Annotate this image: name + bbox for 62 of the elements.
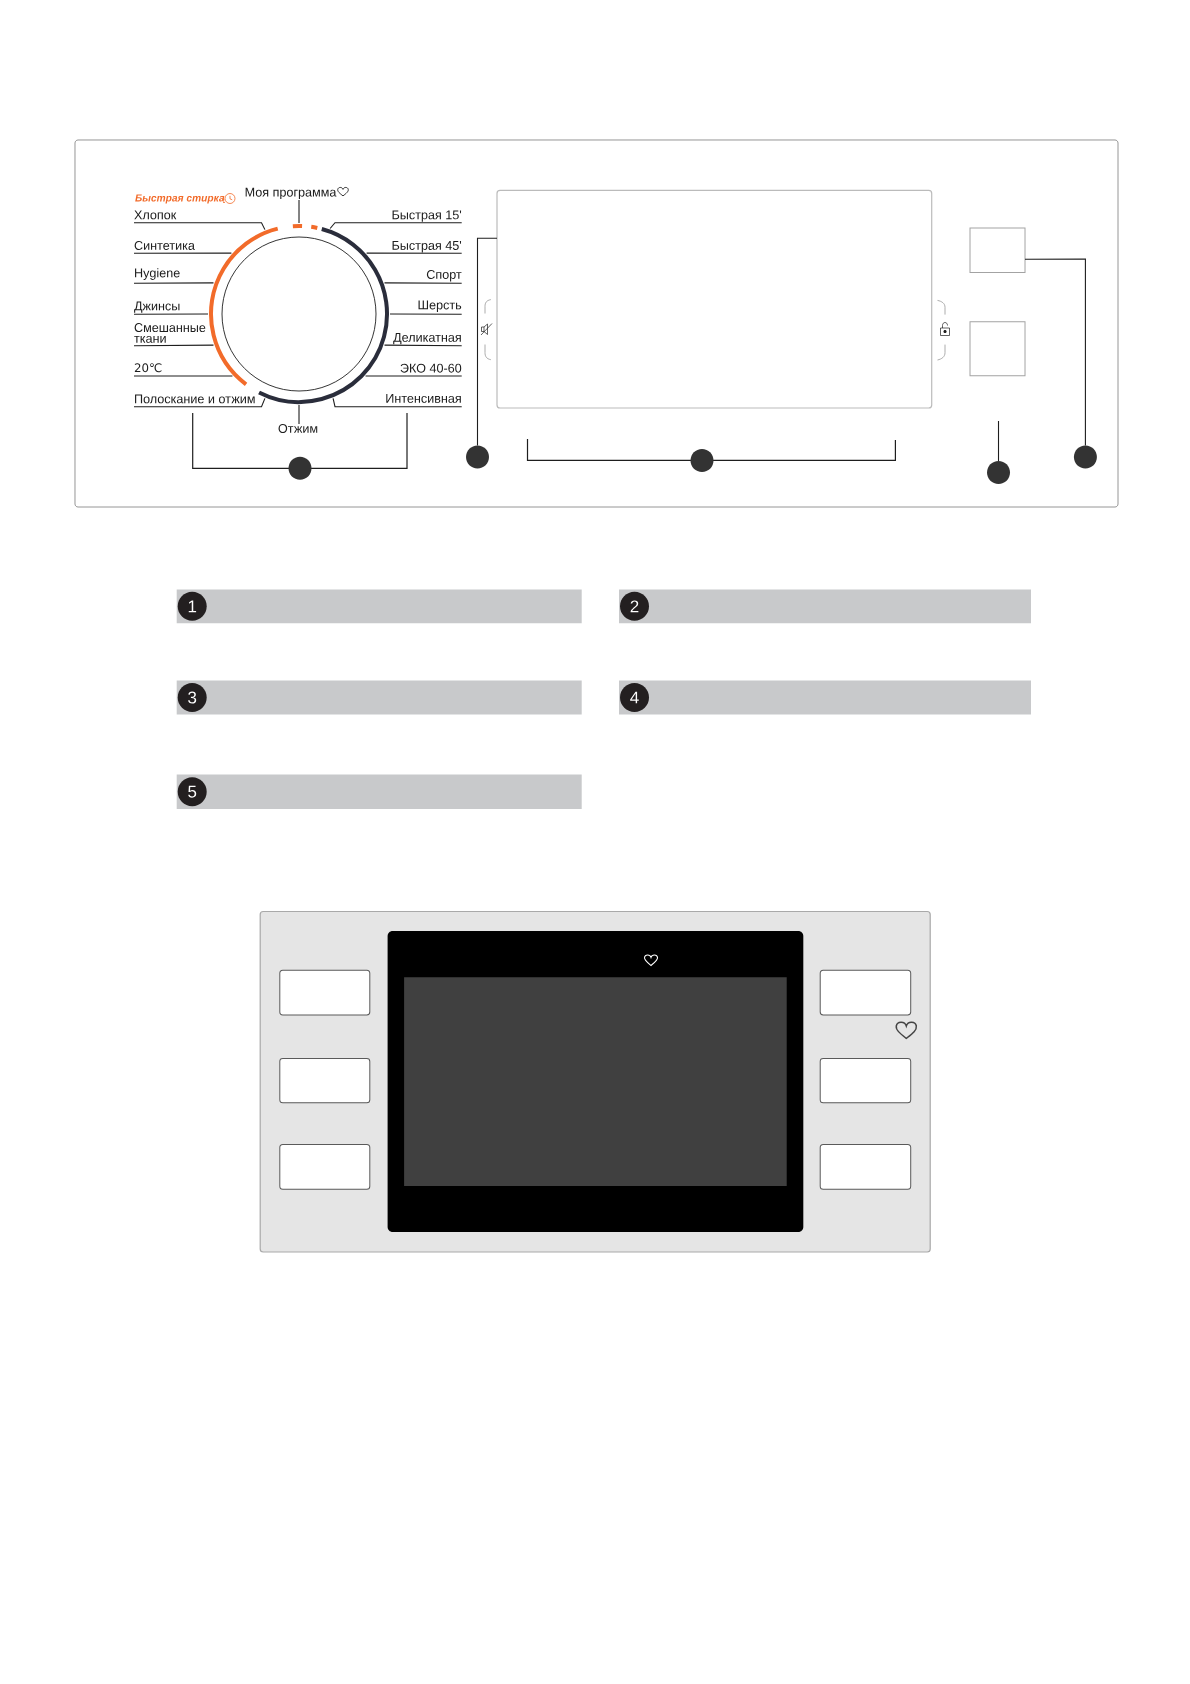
leader-line — [389, 313, 463, 315]
callout-dot — [987, 461, 1010, 484]
control-panel — [74, 139, 1119, 508]
leader-line — [298, 404, 300, 425]
number-badge: 2 — [620, 591, 649, 621]
display-screen — [387, 931, 804, 1232]
callout-dot — [288, 456, 312, 480]
legend-bar — [176, 680, 582, 715]
program-label: Полоскание и отжим — [135, 394, 255, 404]
number-badge: 5 — [177, 777, 207, 807]
leader-line — [133, 397, 266, 408]
panel-button — [279, 969, 371, 1016]
display-window — [496, 189, 933, 409]
panel-button — [819, 1058, 912, 1104]
leader-line — [997, 420, 1000, 462]
program-label: Хлопок — [134, 210, 177, 220]
leader-line — [383, 344, 463, 347]
program-label: 20℃ — [134, 363, 162, 373]
program-label: Смешанные ткани — [134, 323, 206, 343]
leader-line — [329, 222, 463, 230]
legend-bar — [176, 774, 582, 809]
leader-line — [476, 237, 498, 447]
program-label: Hygiene — [135, 268, 180, 280]
callout-dot — [466, 445, 489, 469]
leader-line — [366, 252, 463, 254]
leader-line — [298, 199, 300, 224]
panel-button — [279, 1058, 371, 1104]
program-label: Спорт — [426, 270, 462, 282]
leader-line — [365, 375, 463, 377]
legend-bar — [619, 680, 1031, 715]
legend-bar — [619, 589, 1031, 624]
callout-dot — [690, 448, 714, 472]
leader-line — [1024, 258, 1086, 447]
program-label: Шерсть — [418, 300, 462, 312]
number-badge: 3 — [177, 683, 207, 712]
leader-line — [133, 313, 209, 315]
program-label: Быстрая 15' — [392, 210, 462, 222]
panel-button — [819, 969, 912, 1016]
callout-dot — [1073, 445, 1097, 469]
leader-line — [133, 282, 215, 284]
program-label: Синтетика — [134, 241, 195, 250]
program-label: Быстрая 45' — [392, 241, 462, 253]
group-label: Быстрая стирка — [135, 194, 225, 204]
leader-line — [383, 282, 463, 284]
leader-line — [133, 222, 266, 231]
leader-line — [133, 344, 215, 347]
program-label: Деликатная — [393, 333, 461, 345]
number-badge: 4 — [620, 683, 649, 712]
leader-line — [133, 375, 233, 377]
program-label: ЭКО 40-60 — [400, 363, 462, 373]
legend-bar — [176, 589, 582, 624]
leader-line — [332, 397, 463, 408]
leader-line — [133, 252, 232, 254]
program-label: Отжим — [278, 424, 318, 433]
program-label: Моя программа — [245, 187, 337, 200]
program-label: Интенсивная — [386, 394, 461, 403]
panel-button — [279, 1144, 371, 1190]
number-badge: 1 — [177, 591, 207, 621]
touch-button — [969, 321, 1026, 377]
touch-button — [969, 227, 1026, 273]
panel-button — [819, 1144, 912, 1190]
program-label: Джинсы — [134, 301, 180, 313]
